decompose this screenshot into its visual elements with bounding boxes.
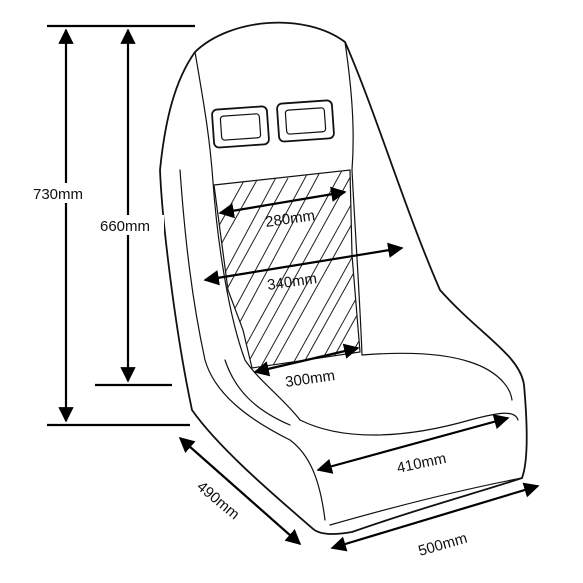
overall-width-arrow (330, 482, 540, 552)
seat-width-label: 410mm (395, 450, 447, 477)
seat-front-lip (329, 477, 523, 526)
back-height-label-bg (98, 215, 164, 235)
seat-bolster-inner (224, 359, 291, 426)
hip-width-label: 300mm (284, 367, 336, 391)
harness-slot-right-inner (284, 107, 327, 135)
seat-width-arrow (316, 414, 510, 474)
harness-slot-left (211, 105, 270, 149)
overall-height-label: 730mm (33, 186, 83, 203)
seat-bolster-left (179, 169, 326, 521)
overall-height-label-bg (30, 183, 102, 203)
back-width-arrow (203, 242, 404, 286)
back-height-label: 660mm (100, 218, 150, 235)
harness-slot-left-inner (219, 113, 262, 141)
height-dimension-group: 730mm 660mm (30, 24, 195, 427)
shoulder-width-label: 280mm (264, 207, 316, 231)
harness-slot-right (276, 99, 335, 143)
seat-depth-label: 490mm (193, 478, 242, 523)
hip-width-arrow (253, 343, 360, 377)
overall-width-label: 500mm (416, 530, 469, 560)
seat-inner-side-edge (344, 41, 513, 401)
back-width-label: 340mm (266, 270, 318, 294)
shoulder-width-arrow (218, 186, 347, 219)
seat-depth-arrow (178, 436, 302, 546)
